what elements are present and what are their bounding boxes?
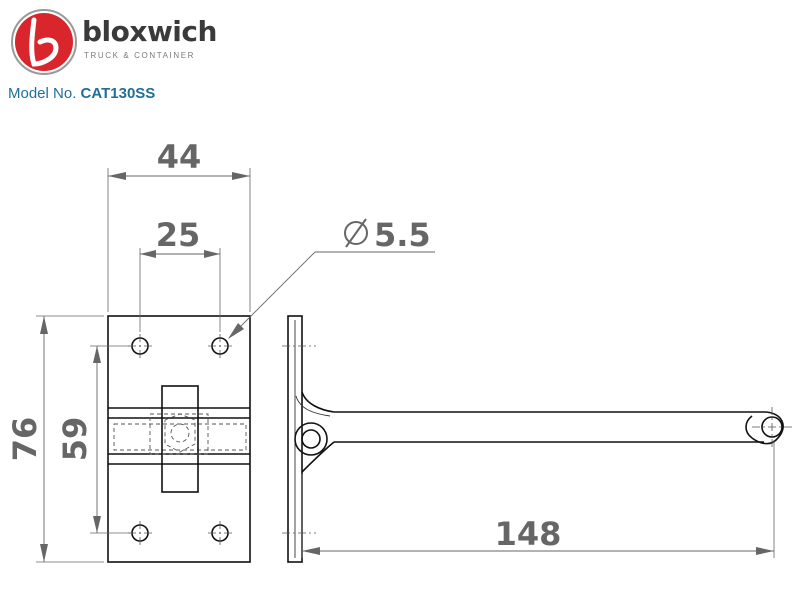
dimension-label: 59 — [56, 417, 94, 462]
dimension-label: 5.5 — [374, 216, 431, 254]
mounting-plate-outline — [107, 315, 251, 563]
side-view — [282, 315, 792, 563]
dimension-label: 44 — [157, 138, 202, 176]
dimension-label: 148 — [495, 515, 562, 553]
dimension-hole-spacing-vertical: 59 — [56, 345, 132, 534]
diameter-symbol-icon — [344, 218, 368, 248]
pivot-boss — [294, 422, 328, 456]
dimension-handle-length: 148 — [301, 440, 775, 558]
brand-name: bloxwich — [82, 15, 217, 48]
model-number-line: Model No. CAT130SS — [8, 86, 155, 101]
dimension-hole-spacing-horizontal: 25 — [139, 216, 221, 332]
brand-tagline: TRUCK & CONTAINER — [84, 51, 196, 60]
dimension-label: 76 — [6, 417, 44, 462]
dimension-hole-diameter: 5.5 — [228, 216, 435, 339]
keeper-staple — [161, 385, 199, 493]
model-number: CAT130SS — [80, 85, 156, 102]
dimension-label: 25 — [156, 216, 201, 254]
bloxwich-logo-icon — [11, 9, 77, 75]
dimension-height-overall: 76 — [6, 315, 104, 563]
front-view — [107, 315, 251, 563]
mounting-hole — [208, 521, 232, 545]
model-label: Model No. — [8, 85, 77, 102]
rod-end-pin — [761, 416, 783, 438]
mounting-hole — [208, 334, 232, 358]
dimension-width-overall: 44 — [107, 138, 251, 312]
